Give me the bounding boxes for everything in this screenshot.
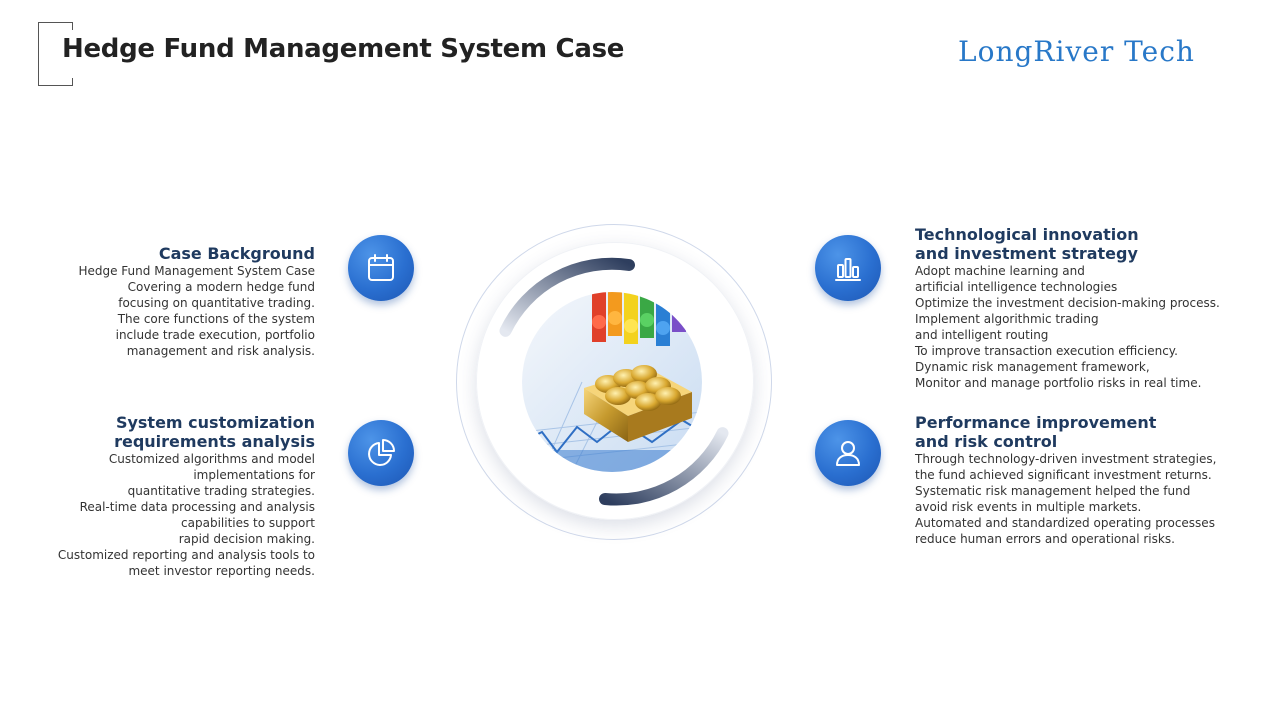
- brand-logo-text: LongRiver Tech: [958, 35, 1195, 68]
- user-icon: [836, 441, 860, 466]
- customization-icon-badge: [348, 420, 414, 486]
- innovation-line: Implement algorithmic trading: [915, 312, 1099, 326]
- innovation-line: artificial intelligence technologies: [915, 280, 1118, 294]
- innovation-line: Optimize the investment decision-making …: [915, 296, 1220, 310]
- center-outer-ring: [456, 224, 772, 540]
- pie-chart-icon: [368, 439, 395, 466]
- innovation-line: To improve transaction execution efficie…: [915, 344, 1178, 358]
- performance-line: Automated and standardized operating pro…: [915, 516, 1215, 530]
- performance-block: Performance improvement and risk control…: [915, 413, 1216, 547]
- case-background-line: management and risk analysis.: [126, 344, 315, 358]
- customization-line: Customized algorithms and model: [108, 452, 315, 466]
- top-arc: [499, 257, 635, 337]
- customization-line: Customized reporting and analysis tools …: [57, 548, 315, 562]
- bar-chart-icon: [835, 258, 861, 281]
- innovation-line: and intelligent routing: [915, 328, 1049, 342]
- case-background-block: Case Background Hedge Fund Management Sy…: [78, 244, 315, 359]
- innovation-icon-badge: [815, 235, 881, 301]
- customization-line: meet investor reporting needs.: [128, 564, 315, 578]
- case-background-line: Covering a modern hedge fund: [127, 280, 315, 294]
- innovation-block: Technological innovation and investment …: [915, 225, 1220, 391]
- innovation-line: Monitor and manage portfolio risks in re…: [915, 376, 1202, 390]
- innovation-line: Adopt machine learning and: [915, 264, 1085, 278]
- center-arc-decoration: [499, 257, 729, 506]
- performance-line: the fund achieved significant investment…: [915, 468, 1212, 482]
- performance-line: reduce human errors and operational risk…: [915, 532, 1175, 546]
- innovation-line: Dynamic risk management framework,: [915, 360, 1150, 374]
- performance-line: Through technology-driven investment str…: [915, 452, 1217, 466]
- customization-heading: System customization: [115, 413, 315, 432]
- case-background-line: include trade execution, portfolio: [115, 328, 315, 342]
- bottom-arc: [599, 427, 729, 506]
- calendar-icon: [368, 254, 394, 281]
- innovation-heading: and investment strategy: [915, 244, 1138, 263]
- customization-line: implementations for: [193, 468, 315, 482]
- performance-heading: and risk control: [915, 432, 1058, 451]
- case-background-line: Hedge Fund Management System Case: [78, 264, 315, 278]
- customization-heading: requirements analysis: [114, 432, 315, 451]
- performance-heading: Performance improvement: [915, 413, 1157, 432]
- performance-line: avoid risk events in multiple markets.: [915, 500, 1142, 514]
- customization-line: quantitative trading strategies.: [127, 484, 315, 498]
- gold-coins-photo: [522, 292, 702, 472]
- case-background-line: focusing on quantitative trading.: [118, 296, 315, 310]
- performance-line: Systematic risk management helped the fu…: [915, 484, 1191, 498]
- title-bracket-decoration: [38, 22, 73, 86]
- case-background-icon-badge: [348, 235, 414, 301]
- page-title: Hedge Fund Management System Case: [62, 34, 625, 64]
- customization-block: System customization requirements analys…: [58, 413, 315, 579]
- innovation-heading: Technological innovation: [915, 225, 1139, 244]
- customization-line: Real-time data processing and analysis: [79, 500, 315, 514]
- customization-line: rapid decision making.: [178, 532, 315, 546]
- case-background-line: The core functions of the system: [117, 312, 315, 326]
- customization-line: capabilities to support: [181, 516, 315, 530]
- case-background-heading: Case Background: [158, 244, 315, 263]
- performance-icon-badge: [815, 420, 881, 486]
